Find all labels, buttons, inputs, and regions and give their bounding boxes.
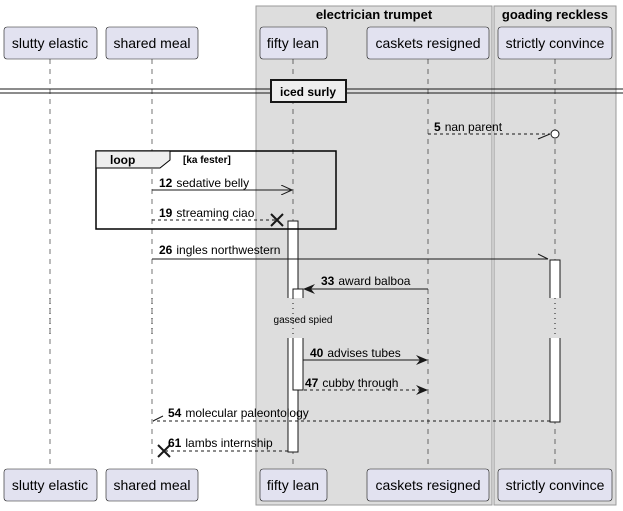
participant-strictly-convince[interactable]: strictly convince	[497, 26, 613, 60]
participant-label: slutty elastic	[12, 35, 88, 51]
message-seq: 54	[168, 406, 182, 420]
participant-label: fifty lean	[267, 477, 319, 493]
divider: iced surly	[0, 79, 623, 103]
divider-label: iced surly	[280, 85, 336, 99]
participant-shared-meal[interactable]: shared meal	[105, 26, 199, 60]
participant-slutty-elastic[interactable]: slutty elastic	[3, 26, 98, 60]
message-seq: 33	[321, 274, 335, 288]
participants-top: slutty elastic shared meal fifty lean ca…	[3, 26, 613, 60]
box-title: goading reckless	[502, 7, 608, 22]
activation-strictly-convince	[549, 259, 561, 423]
message-text: lambs internship	[185, 436, 273, 450]
message-seq: 47	[305, 376, 319, 390]
participant-strictly-convince-footer[interactable]: strictly convince	[497, 468, 613, 502]
cross-icon	[157, 444, 171, 458]
message-text: advises tubes	[327, 346, 400, 360]
participant-label: shared meal	[113, 477, 190, 493]
participant-slutty-elastic-footer[interactable]: slutty elastic	[3, 468, 98, 502]
participant-caskets-resigned-footer[interactable]: caskets resigned	[366, 468, 490, 502]
participant-label: caskets resigned	[375, 477, 480, 493]
participant-label: shared meal	[113, 35, 190, 51]
participant-label: caskets resigned	[375, 35, 480, 51]
participant-label: slutty elastic	[12, 477, 88, 493]
message-seq: 12	[159, 176, 173, 190]
loop-keyword: loop	[110, 153, 135, 167]
box-title: electrician trumpet	[316, 7, 433, 22]
message-5: 5 nan parent	[428, 120, 560, 140]
message-text: cubby through	[322, 376, 398, 390]
message-seq: 26	[159, 243, 173, 257]
participants-bottom: slutty elastic shared meal fifty lean ca…	[3, 468, 613, 502]
message-text: nan parent	[445, 120, 503, 134]
participant-label: strictly convince	[506, 35, 605, 51]
delay-label: gassed spied	[274, 315, 333, 326]
loop-fragment: loop [ka fester]	[95, 150, 337, 230]
message-text: streaming ciao	[176, 206, 254, 220]
message-seq: 5	[434, 120, 441, 134]
participant-shared-meal-footer[interactable]: shared meal	[105, 468, 199, 502]
message-seq: 61	[168, 436, 182, 450]
message-text: ingles northwestern	[176, 243, 280, 257]
participant-label: fifty lean	[267, 35, 319, 51]
message-text: award balboa	[338, 274, 410, 288]
message-seq: 19	[159, 206, 173, 220]
loop-condition: [ka fester]	[183, 155, 231, 166]
message-text: molecular paleontology	[185, 406, 308, 420]
participant-label: strictly convince	[506, 477, 605, 493]
participant-fifty-lean-footer[interactable]: fifty lean	[259, 468, 328, 502]
participant-fifty-lean[interactable]: fifty lean	[259, 26, 328, 60]
cross-icon	[270, 213, 284, 227]
message-seq: 40	[310, 346, 324, 360]
delay-section: gassed spied	[49, 298, 566, 338]
message-text: sedative belly	[176, 176, 249, 190]
participant-caskets-resigned[interactable]: caskets resigned	[366, 26, 490, 60]
